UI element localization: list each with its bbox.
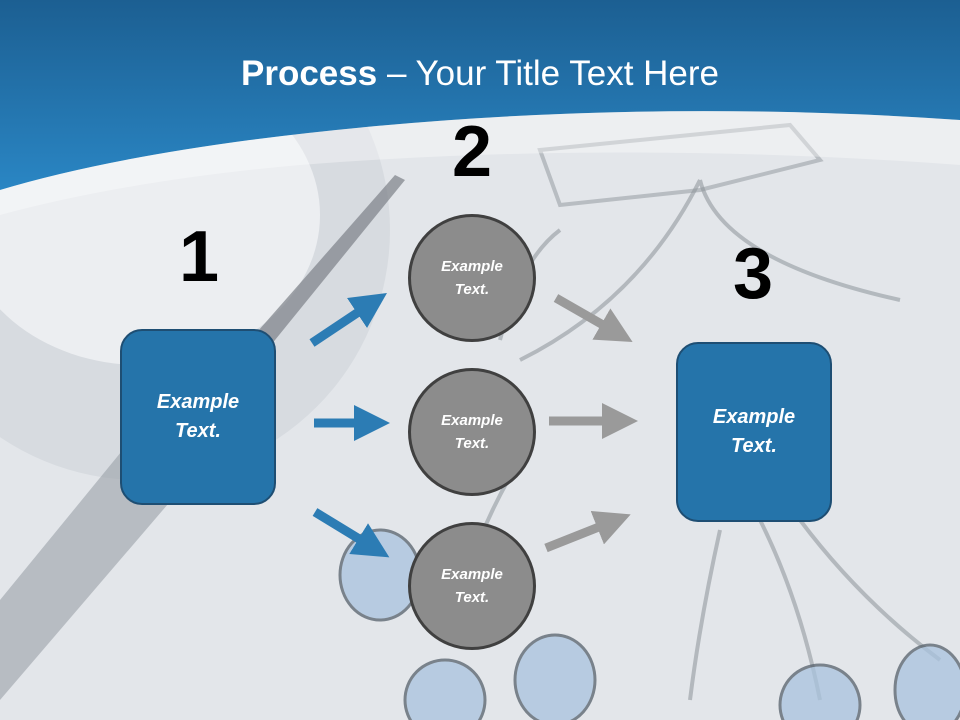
step-number-3: 3 [732,234,774,314]
circle-top: Example Text. [408,214,536,342]
circle-middle: Example Text. [408,368,536,496]
step-number-1: 1 [178,217,220,297]
circle-bottom-text: Example Text. [441,566,503,606]
arrow-left-to-top [309,293,387,347]
step-number-2: 2 [451,112,493,192]
slide-title: Process – Your Title Text Here [0,52,960,96]
left-box-text: Example Text. [156,391,240,442]
circle-top-text: Example Text. [441,258,503,298]
arrow-left-to-bottom [312,508,390,558]
circle-middle-text: Example Text. [441,412,503,452]
left-box: Example Text. [120,329,276,505]
circle-bottom: Example Text. [408,522,536,650]
title-rest: – Your Title Text Here [377,54,719,93]
right-box: Example Text. [676,342,832,522]
arrow-bottom-to-right [544,510,631,553]
arrow-top-to-right [553,294,633,342]
title-bold: Process [241,54,378,93]
right-box-text: Example Text. [712,406,796,457]
